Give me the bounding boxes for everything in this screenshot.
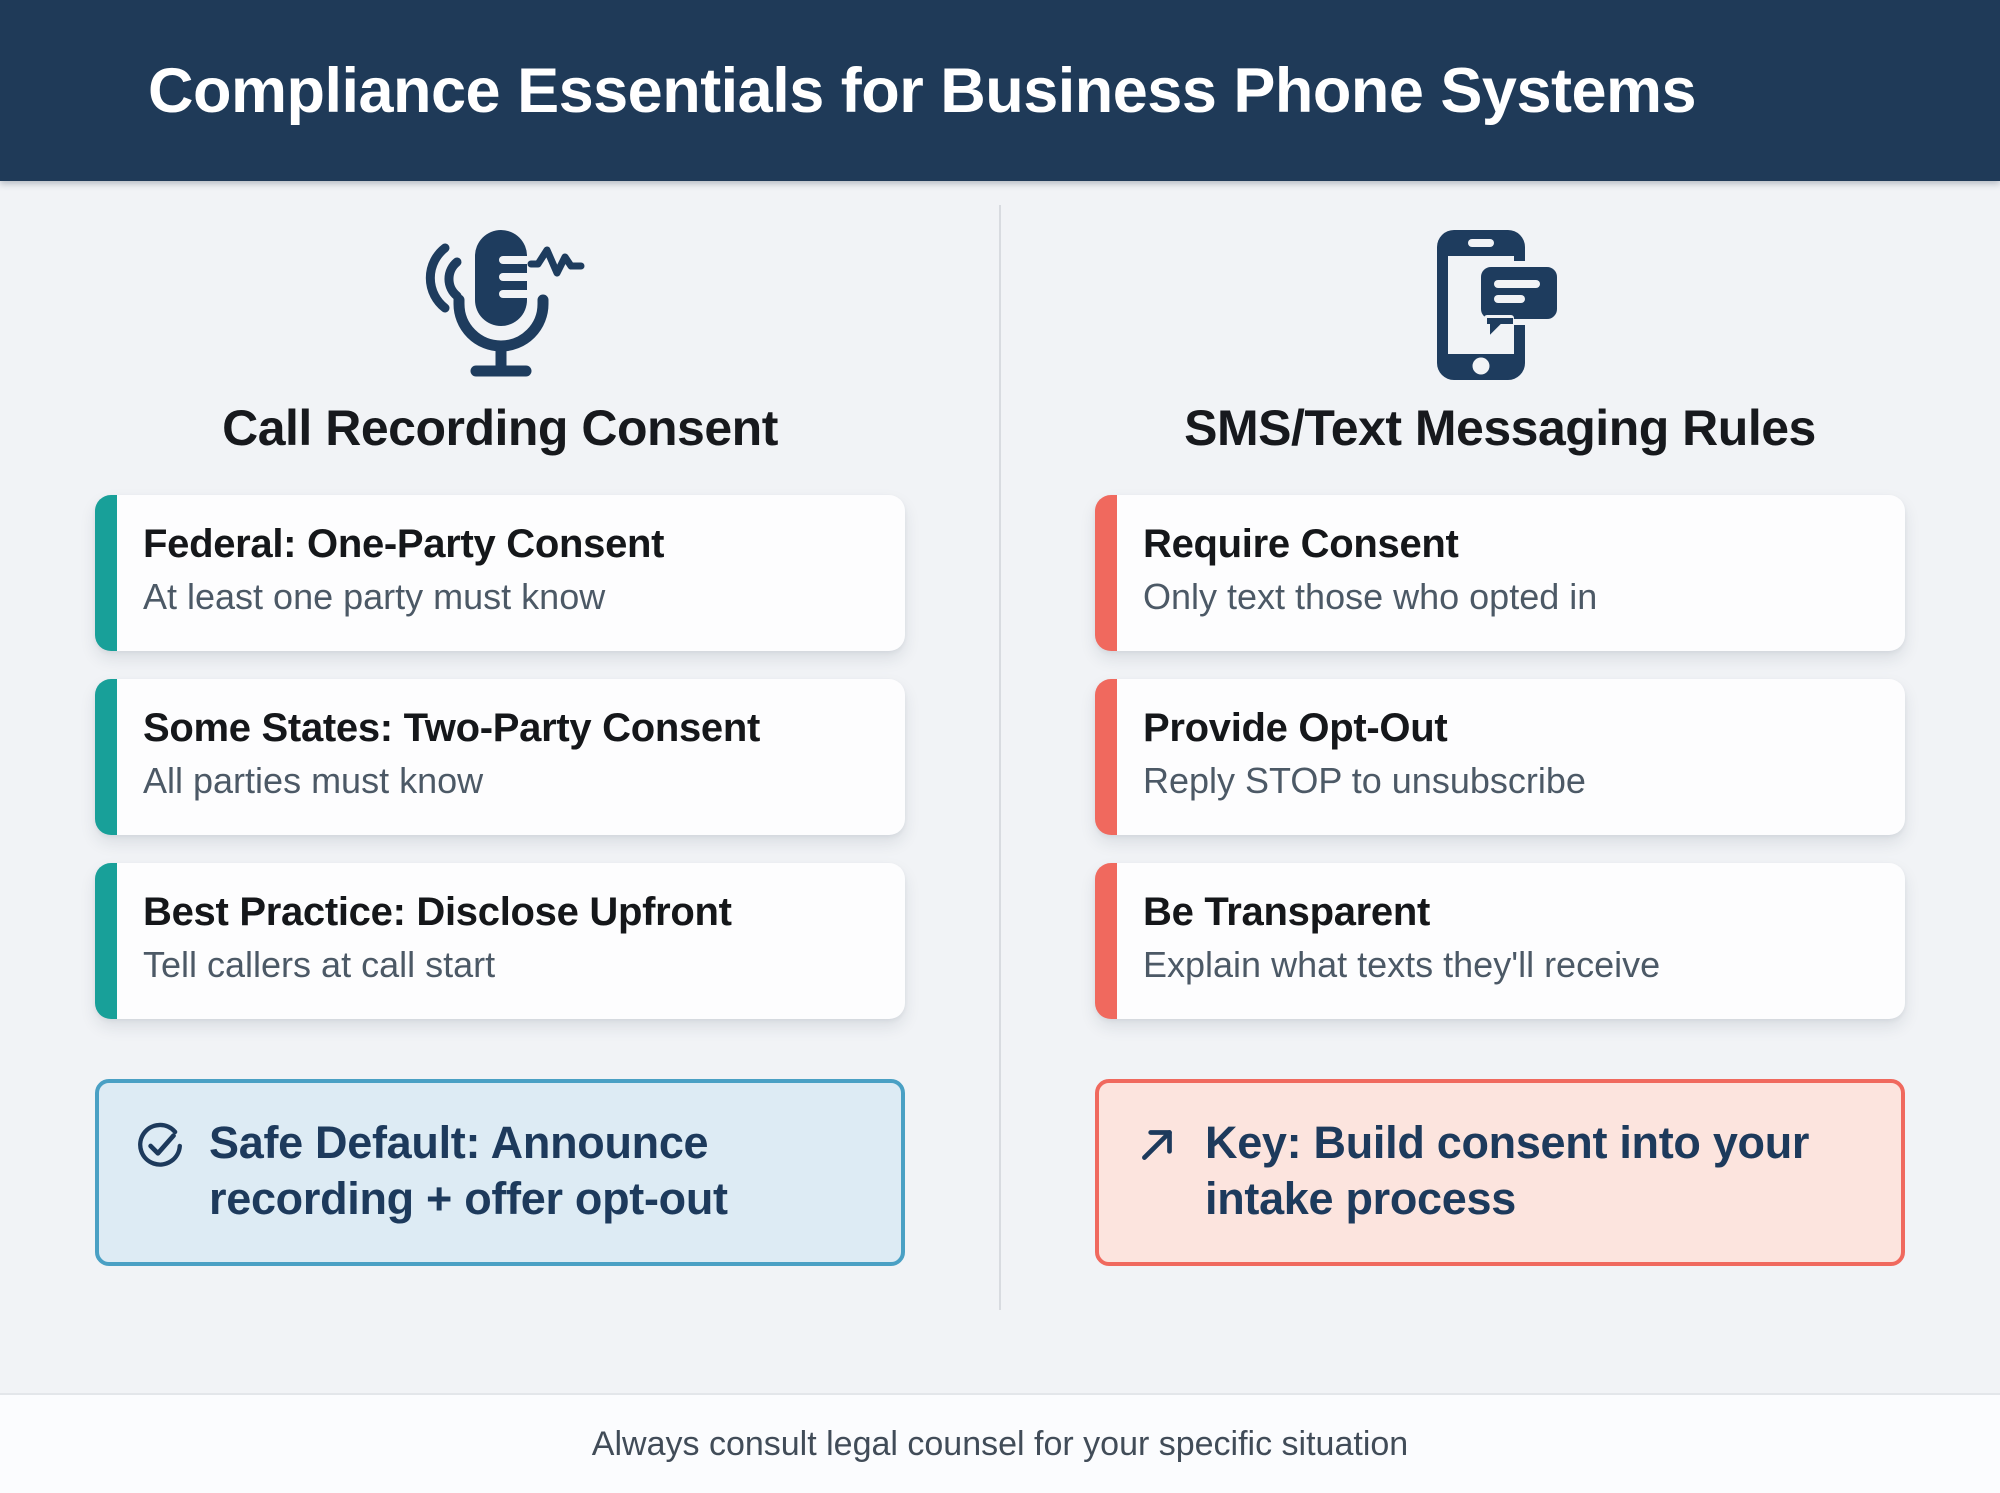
- arrow-up-right-icon: [1135, 1121, 1181, 1167]
- info-card: Be Transparent Explain what texts they'l…: [1095, 863, 1905, 1019]
- column-call-recording: Call Recording Consent Federal: One-Part…: [0, 181, 1000, 1393]
- card-title: Some States: Two-Party Consent: [143, 706, 761, 750]
- info-card: Some States: Two-Party Consent All parti…: [95, 679, 905, 835]
- check-circle-icon: [135, 1121, 185, 1171]
- callout-text: Key: Build consent into your intake proc…: [1205, 1117, 1810, 1225]
- disclaimer-text: Always consult legal counsel for your sp…: [591, 1424, 1409, 1463]
- card-subtitle: Explain what texts they'll receive: [1143, 944, 1661, 985]
- main-content: Call Recording Consent Federal: One-Part…: [0, 181, 2000, 1393]
- card-title: Be Transparent: [1143, 890, 1431, 934]
- card-list: Federal: One-Party Consent At least one …: [95, 495, 905, 1019]
- footer: Always consult legal counsel for your sp…: [0, 1393, 2000, 1493]
- card-title: Federal: One-Party Consent: [143, 522, 665, 566]
- column-heading: SMS/Text Messaging Rules: [1184, 400, 1816, 456]
- page-title: Compliance Essentials for Business Phone…: [148, 55, 1697, 126]
- microphone-icon: [95, 217, 905, 387]
- card-subtitle: Tell callers at call start: [143, 944, 496, 985]
- info-card: Provide Opt-Out Reply STOP to unsubscrib…: [1095, 679, 1905, 835]
- info-card: Federal: One-Party Consent At least one …: [95, 495, 905, 651]
- callout-key-consent: Key: Build consent into your intake proc…: [1095, 1079, 1905, 1266]
- card-title: Require Consent: [1143, 522, 1459, 566]
- card-subtitle: Only text those who opted in: [1143, 576, 1598, 617]
- column-divider: [999, 205, 1001, 1310]
- card-subtitle: Reply STOP to unsubscribe: [1143, 760, 1586, 801]
- column-sms-rules: SMS/Text Messaging Rules Require Consent…: [1000, 181, 2000, 1393]
- phone-message-icon: [1095, 217, 1905, 387]
- column-heading: Call Recording Consent: [222, 400, 778, 456]
- callout-text: Safe Default: Announce recording + offer…: [209, 1117, 728, 1225]
- info-card: Require Consent Only text those who opte…: [1095, 495, 1905, 651]
- callout-safe-default: Safe Default: Announce recording + offer…: [95, 1079, 905, 1266]
- card-title: Best Practice: Disclose Upfront: [143, 890, 732, 934]
- card-subtitle: At least one party must know: [143, 576, 606, 617]
- card-title: Provide Opt-Out: [1143, 706, 1448, 750]
- info-card: Best Practice: Disclose Upfront Tell cal…: [95, 863, 905, 1019]
- header: Compliance Essentials for Business Phone…: [0, 0, 2000, 181]
- card-list: Require Consent Only text those who opte…: [1095, 495, 1905, 1019]
- card-subtitle: All parties must know: [143, 760, 484, 801]
